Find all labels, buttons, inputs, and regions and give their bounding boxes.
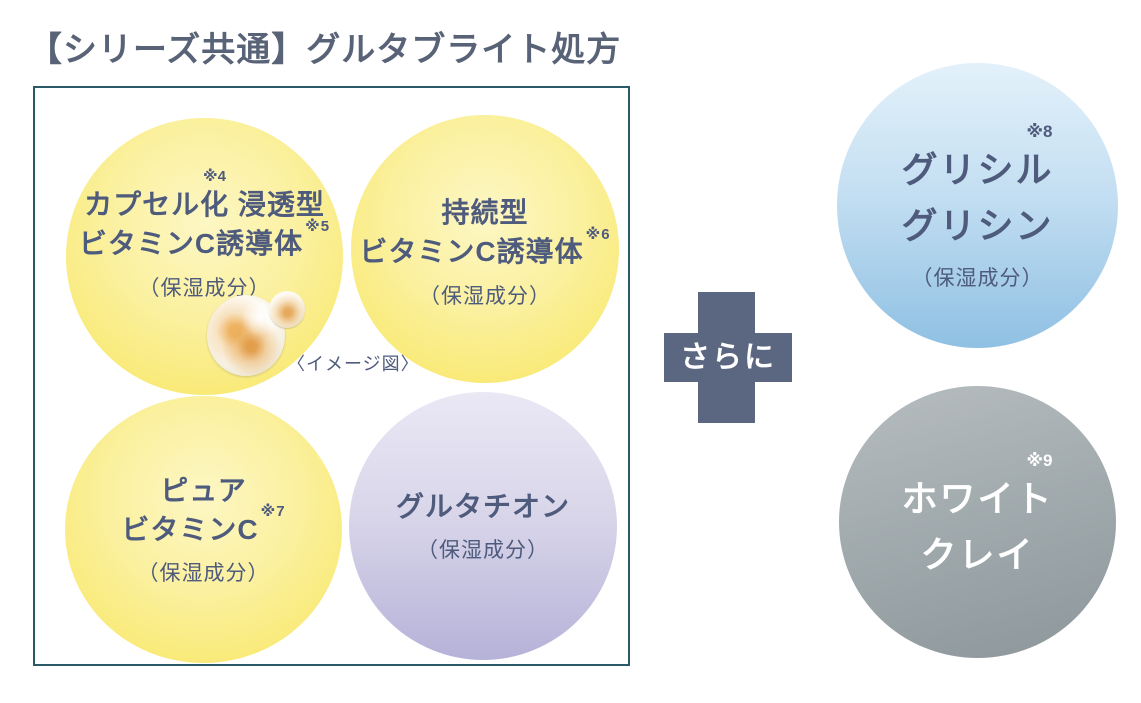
circle-glycylglycine: ※8 グリシル グリシン （保湿成分）: [837, 63, 1118, 348]
page-title: 【シリーズ共通】グルタブライト処方: [28, 31, 622, 69]
ingredient-line-2: クレイ: [920, 533, 1035, 575]
circle-pure-vitc: ピュア ビタミンC※7 （保湿成分）: [65, 396, 342, 663]
ingredient-name: ビタミンC誘導体: [359, 236, 584, 267]
ingredient-line-1: ホワイト: [901, 477, 1054, 519]
moisture-note: （保湿成分）: [911, 266, 1044, 290]
plus-icon: さらに: [664, 292, 792, 423]
ingredient-line-2: ビタミンC誘導体※5: [78, 218, 330, 264]
ingredient-line-1: グリシル: [901, 149, 1054, 191]
ingredient-line-1: ピュア: [160, 474, 247, 506]
ingredient-line-1: カプセル化 浸透型: [84, 189, 325, 221]
moisture-note: （保湿成分）: [417, 539, 549, 563]
moisture-note: （保湿成分）: [138, 276, 271, 300]
ref-mark-8: ※8: [1026, 122, 1053, 142]
circle-white-clay: ※9 ホワイト クレイ: [839, 386, 1116, 658]
ingredient-line-2: ビタミンC※7: [121, 503, 285, 550]
circle-capsule-vitc: ※4 カプセル化 浸透型 ビタミンC誘導体※5 （保湿成分）: [66, 118, 343, 395]
ingredient-line-2: グリシン: [901, 205, 1054, 246]
circle-sustained-vitc: 持続型 ビタミンC誘導体※6 （保湿成分）: [351, 115, 619, 383]
image-caption: 〈イメージ図〉: [287, 354, 420, 374]
plus-label: さらに: [680, 340, 776, 374]
ref-mark-5: ※5: [305, 217, 331, 235]
ingredient-name: ビタミンC: [121, 513, 259, 545]
ingredient-name: ビタミンC誘導体: [78, 228, 304, 259]
moisture-note: （保湿成分）: [419, 284, 551, 308]
plus-horizontal-bar: さらに: [664, 333, 792, 382]
moisture-note: （保湿成分）: [137, 562, 270, 586]
capsule-bubble-small: [269, 291, 305, 328]
ingredient-line-2: ビタミンC誘導体※6: [359, 226, 610, 272]
circle-glutathione: グルタチオン （保湿成分）: [349, 392, 617, 660]
ingredient-line-1: グルタチオン: [395, 490, 570, 522]
ingredient-line-1: 持続型: [441, 197, 529, 229]
ref-mark-7: ※7: [260, 503, 286, 521]
ref-mark-6: ※6: [585, 225, 611, 243]
ref-mark-4: ※4: [203, 168, 226, 186]
ref-mark-9: ※9: [1026, 450, 1053, 470]
